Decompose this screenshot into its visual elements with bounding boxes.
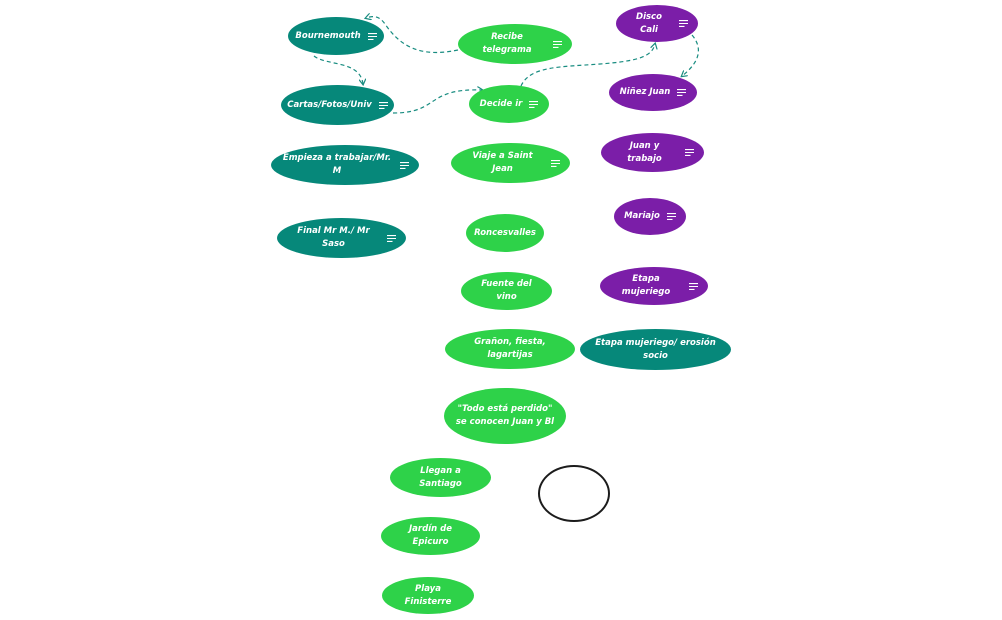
node-viaje-label: Viaje a Saint Jean [472, 151, 533, 174]
notes-icon [679, 20, 688, 27]
notes-icon [367, 32, 377, 40]
node-roncesvalles[interactable]: Roncesvalles [466, 214, 544, 252]
node-perdido-label: "Todo está perdido" se conocen Juan y Bl [455, 404, 555, 427]
node-juan-trabajo-label: Juan y trabajo [627, 140, 662, 164]
notes-icon [553, 40, 562, 48]
node-roncesvalles-label: Roncesvalles [474, 227, 536, 238]
node-perdido[interactable]: "Todo está perdido" se conocen Juan y Bl [444, 388, 566, 444]
node-empieza-label: Empieza a trabajar/Mr. M [282, 153, 392, 176]
notes-icon [685, 149, 694, 156]
node-mariajo[interactable]: Mariajo [614, 198, 686, 235]
node-mujeriego[interactable]: Etapa mujeriego [600, 267, 708, 305]
node-decide-label: Decide ir [479, 98, 523, 109]
node-granon[interactable]: Grañon, fiesta, lagartijas [445, 329, 575, 369]
node-santiago-label: Llegan a Santiago [419, 465, 462, 489]
notes-icon [378, 101, 388, 109]
notes-icon [529, 100, 539, 108]
node-bournemouth-label: Bournemouth [295, 30, 361, 41]
notes-icon [387, 234, 396, 242]
node-santiago[interactable]: Llegan a Santiago [390, 458, 491, 497]
node-finisterre[interactable]: Playa Finisterre [382, 577, 474, 614]
node-final[interactable]: Final Mr M./ Mr Saso [277, 218, 406, 258]
notes-icon [677, 89, 687, 96]
node-ninez[interactable]: Niñez Juan [609, 74, 697, 111]
node-ninez-label: Niñez Juan [619, 87, 671, 97]
node-finisterre-label: Playa Finisterre [404, 583, 452, 607]
node-disco[interactable]: Disco Cali [616, 5, 698, 42]
connector-disco-to-ninez [682, 34, 700, 76]
node-epicuro-label: Jardín de Epicuro [409, 524, 452, 547]
node-juan-trabajo[interactable]: Juan y trabajo [601, 133, 704, 172]
node-fuente-label: Fuente del vino [481, 279, 532, 302]
node-epicuro[interactable]: Jardín de Epicuro [381, 517, 480, 555]
node-erosion-label: Etapa mujeriego/ erosión socio [595, 337, 716, 361]
node-cartas[interactable]: Cartas/Fotos/Univ [281, 85, 394, 125]
notes-icon [400, 161, 409, 169]
node-mariajo-label: Mariajo [624, 211, 660, 221]
node-telegrama-label: Recibe telegrama [482, 32, 532, 55]
node-mujeriego-label: Etapa mujeriego [621, 274, 671, 297]
node-cartas-label: Cartas/Fotos/Univ [287, 99, 372, 110]
empty-circle-shape[interactable] [538, 465, 610, 522]
connector-bournemouth-to-cartas [313, 55, 363, 84]
node-granon-label: Grañon, fiesta, lagartijas [474, 337, 546, 360]
node-empieza[interactable]: Empieza a trabajar/Mr. M [271, 145, 419, 185]
node-viaje[interactable]: Viaje a Saint Jean [451, 143, 570, 183]
node-fuente[interactable]: Fuente del vino [461, 272, 552, 310]
notes-icon [666, 213, 676, 220]
node-erosion[interactable]: Etapa mujeriego/ erosión socio [580, 329, 731, 370]
node-bournemouth[interactable]: Bournemouth [288, 17, 384, 55]
node-final-label: Final Mr M./ Mr Saso [297, 226, 370, 249]
node-telegrama[interactable]: Recibe telegrama [458, 24, 572, 64]
notes-icon [551, 159, 560, 167]
node-disco-label: Disco Cali [636, 11, 662, 35]
node-decide[interactable]: Decide ir [469, 85, 549, 123]
notes-icon [689, 282, 698, 290]
